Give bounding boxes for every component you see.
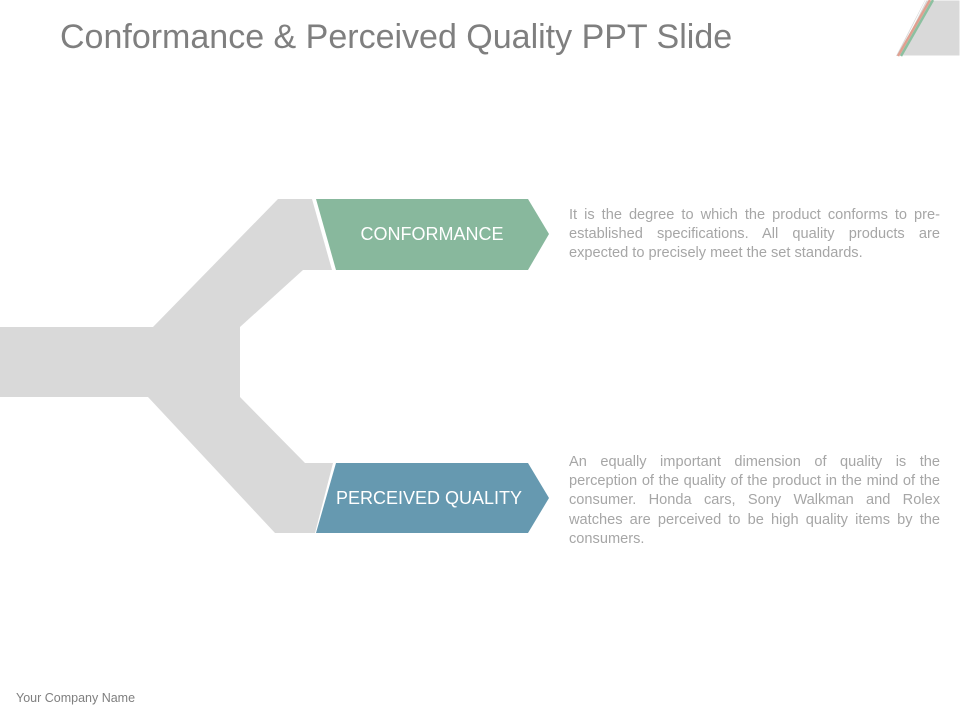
- y-connector-shape: [0, 199, 333, 533]
- conformance-description: It is the degree to which the product co…: [569, 207, 940, 262]
- company-name-footer: Your Company Name: [16, 691, 136, 705]
- conformance-label: CONFORMANCE: [360, 224, 504, 244]
- corner-decoration-icon: [896, 0, 960, 57]
- perceived-quality-chevron-shape: [316, 463, 549, 533]
- perceived-quality-label: PERCEIVED QUALITY: [335, 488, 523, 508]
- perceived-quality-description: An equally important dimension of qualit…: [569, 454, 940, 547]
- conformance-chevron-shape: [316, 199, 549, 270]
- slide-title: Conformance & Perceived Quality PPT Slid…: [60, 18, 733, 56]
